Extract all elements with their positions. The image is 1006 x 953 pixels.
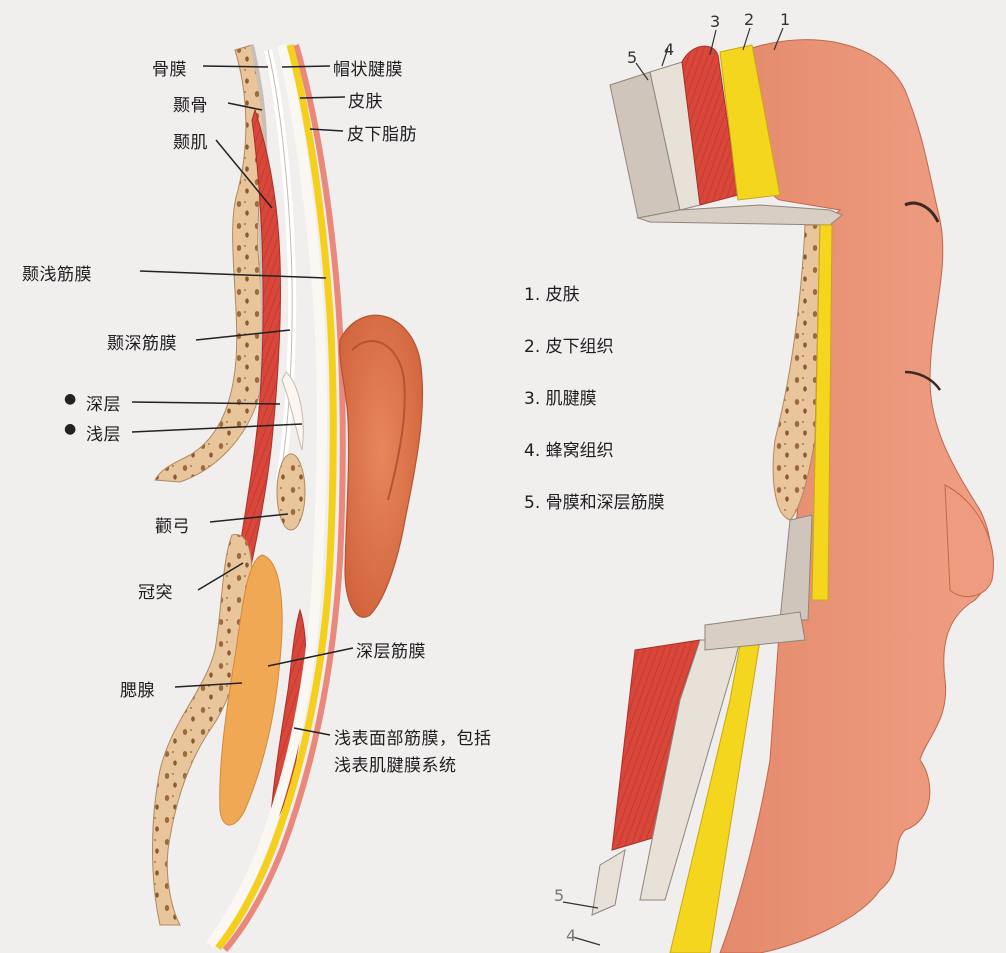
label-parotid-gland: 腮腺 [120, 681, 155, 701]
bullet-icon: ● [64, 421, 77, 437]
legend-item-musculoaponeurotic: 3. 肌腱膜 [524, 389, 597, 409]
label-deep-temporal-fascia: 颞深筋膜 [107, 334, 177, 354]
nose [944, 484, 994, 598]
layer-number-1: 1 [780, 10, 791, 29]
temporal-bone [154, 44, 265, 483]
eye [904, 370, 942, 391]
label-galea-aponeurotica: 帽状腱膜 [333, 60, 403, 80]
label-skin: 皮肤 [348, 92, 383, 112]
ear [339, 314, 424, 618]
label-subcutaneous-fat: 皮下脂肪 [347, 125, 417, 145]
layer-number-3: 3 [710, 12, 721, 31]
layer-number-4: 4 [664, 40, 675, 59]
label-superficial-facial-fascia-line1: 浅表面部筋膜，包括 [334, 729, 492, 749]
legend-item-skin: 1. 皮肤 [524, 285, 580, 305]
layer-number-4-bottom: 4 [566, 926, 577, 945]
layer-number-5-bottom: 5 [554, 886, 565, 905]
bone-strip [772, 224, 821, 521]
label-coronoid-process: 冠突 [138, 583, 173, 603]
label-zygomatic-arch: 颧弓 [155, 517, 190, 537]
parotid-gland [219, 554, 283, 826]
label-deep-layer: 深层 [86, 395, 121, 415]
label-temporal-bone: 颞骨 [173, 96, 208, 116]
bullet-icon: ● [64, 391, 77, 407]
right-leader-lines [562, 27, 784, 946]
legend-item-periosteum-deep-fascia: 5. 骨膜和深层筋膜 [524, 493, 665, 513]
label-superficial-temporal-fascia: 颞浅筋膜 [22, 265, 92, 285]
left-leader-lines [131, 65, 354, 736]
left-cross-section [152, 43, 424, 952]
layer-number-5: 5 [627, 48, 638, 67]
label-temporalis-muscle: 颞肌 [173, 133, 208, 153]
layer-number-2: 2 [744, 10, 755, 29]
right-face-section [591, 39, 994, 953]
legend-item-subcutaneous: 2. 皮下组织 [524, 337, 614, 357]
eyebrow [904, 201, 940, 223]
label-superficial-facial-fascia-line2: 浅表肌腱膜系统 [334, 756, 457, 776]
legend-item-areolar: 4. 蜂窝组织 [524, 441, 614, 461]
label-periosteum: 骨膜 [152, 60, 187, 80]
fat-layer-top [719, 44, 781, 201]
label-superficial-layer: 浅层 [86, 425, 121, 445]
label-deep-fascia: 深层筋膜 [356, 642, 426, 662]
zygomatic-arch [276, 453, 306, 531]
